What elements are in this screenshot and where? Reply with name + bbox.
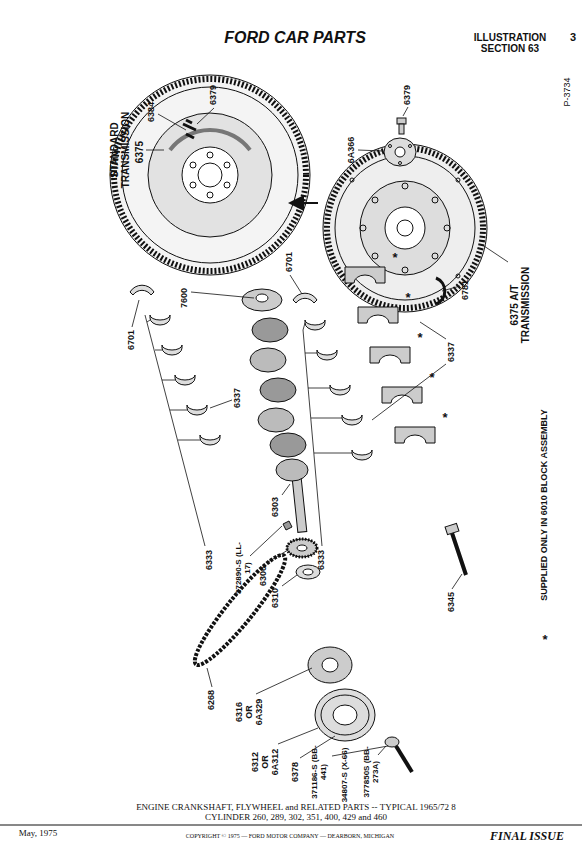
leader-lines xyxy=(132,107,508,758)
footnote-mark: * xyxy=(392,251,397,265)
part-name: STANDARD TRANSMISSION xyxy=(109,105,131,195)
flywheel-automatic xyxy=(323,144,487,312)
issue-status: FINAL ISSUE xyxy=(490,830,564,843)
crank-sprocket xyxy=(287,539,317,557)
page-number: 3 xyxy=(570,31,576,43)
footer-rule xyxy=(0,825,582,826)
callout-number: 377850S (BB-273A) xyxy=(363,742,381,802)
callout-number: 6337 xyxy=(233,388,243,408)
damper-bolt xyxy=(385,737,412,772)
callout-number: 6379 xyxy=(403,85,413,105)
callout-number: 6333 xyxy=(205,550,215,570)
bearing-caps xyxy=(345,267,435,443)
crankshaft xyxy=(242,289,308,532)
callout-number: 6316 OR 6A329 xyxy=(235,694,265,730)
footnote-mark: * xyxy=(417,331,422,345)
callout-number: 6379 xyxy=(209,85,219,105)
crank-pulley xyxy=(315,689,375,741)
footnote: SUPPLIED ONLY IN 6010 BLOCK ASSEMBLY xyxy=(540,409,550,600)
callout-number: 6337 xyxy=(447,342,457,362)
spacer-plate xyxy=(384,138,416,166)
callout-number: 6268 xyxy=(207,690,217,710)
section-number: ILLUSTRATION SECTION 63 xyxy=(465,32,555,54)
callout-number: 6345 xyxy=(447,592,457,612)
callout-number: 34807-S (X-66) xyxy=(341,747,350,803)
cap-bolt xyxy=(445,523,466,575)
callout-number: 6310 xyxy=(271,588,281,608)
footnote-mark: * xyxy=(405,291,410,305)
issue-date: May, 1975 xyxy=(19,829,57,839)
footnote-mark: * xyxy=(429,371,434,385)
page-title: FORD CAR PARTS xyxy=(224,29,366,47)
part-name: 6375 A/T TRANSMISSION xyxy=(509,265,531,345)
callout-number: 371186-S (BB-441) xyxy=(311,744,329,800)
callout-number: 6781 xyxy=(461,280,471,300)
callout-number: 6303 xyxy=(271,497,281,517)
callout-number: 6701 xyxy=(127,330,137,350)
callout-number: 6A366 xyxy=(347,137,357,164)
callout-number: 6312 OR 6A312 xyxy=(251,744,281,780)
callout-number: 372890-S (LL-17) xyxy=(235,540,253,596)
vibration-damper xyxy=(308,647,352,683)
figure-caption: ENGINE CRANKSHAFT, FLYWHEEL and RELATED … xyxy=(116,803,476,823)
assembly-arrow xyxy=(290,202,318,204)
footnote-mark: * xyxy=(442,411,447,425)
callout-number: 6375 xyxy=(134,141,145,163)
callout-number: 6306 xyxy=(259,566,269,586)
copyright-line: COPYRIGHT © 1975 — FORD MOTOR COMPANY — … xyxy=(186,833,394,840)
callout-number: 7600 xyxy=(180,288,190,308)
flywheel-standard xyxy=(110,75,310,275)
footnote-mark: * xyxy=(542,633,547,647)
flywheel-bolt xyxy=(397,118,406,134)
callout-number: 6384 xyxy=(147,102,157,122)
crank-key xyxy=(283,521,292,530)
main-bearing-upper xyxy=(130,285,220,445)
plate-number: P-3734 xyxy=(563,77,573,106)
callout-number: 6701 xyxy=(285,252,295,272)
callout-number: 6378 xyxy=(291,762,301,782)
callout-number: 6333 xyxy=(317,550,327,570)
